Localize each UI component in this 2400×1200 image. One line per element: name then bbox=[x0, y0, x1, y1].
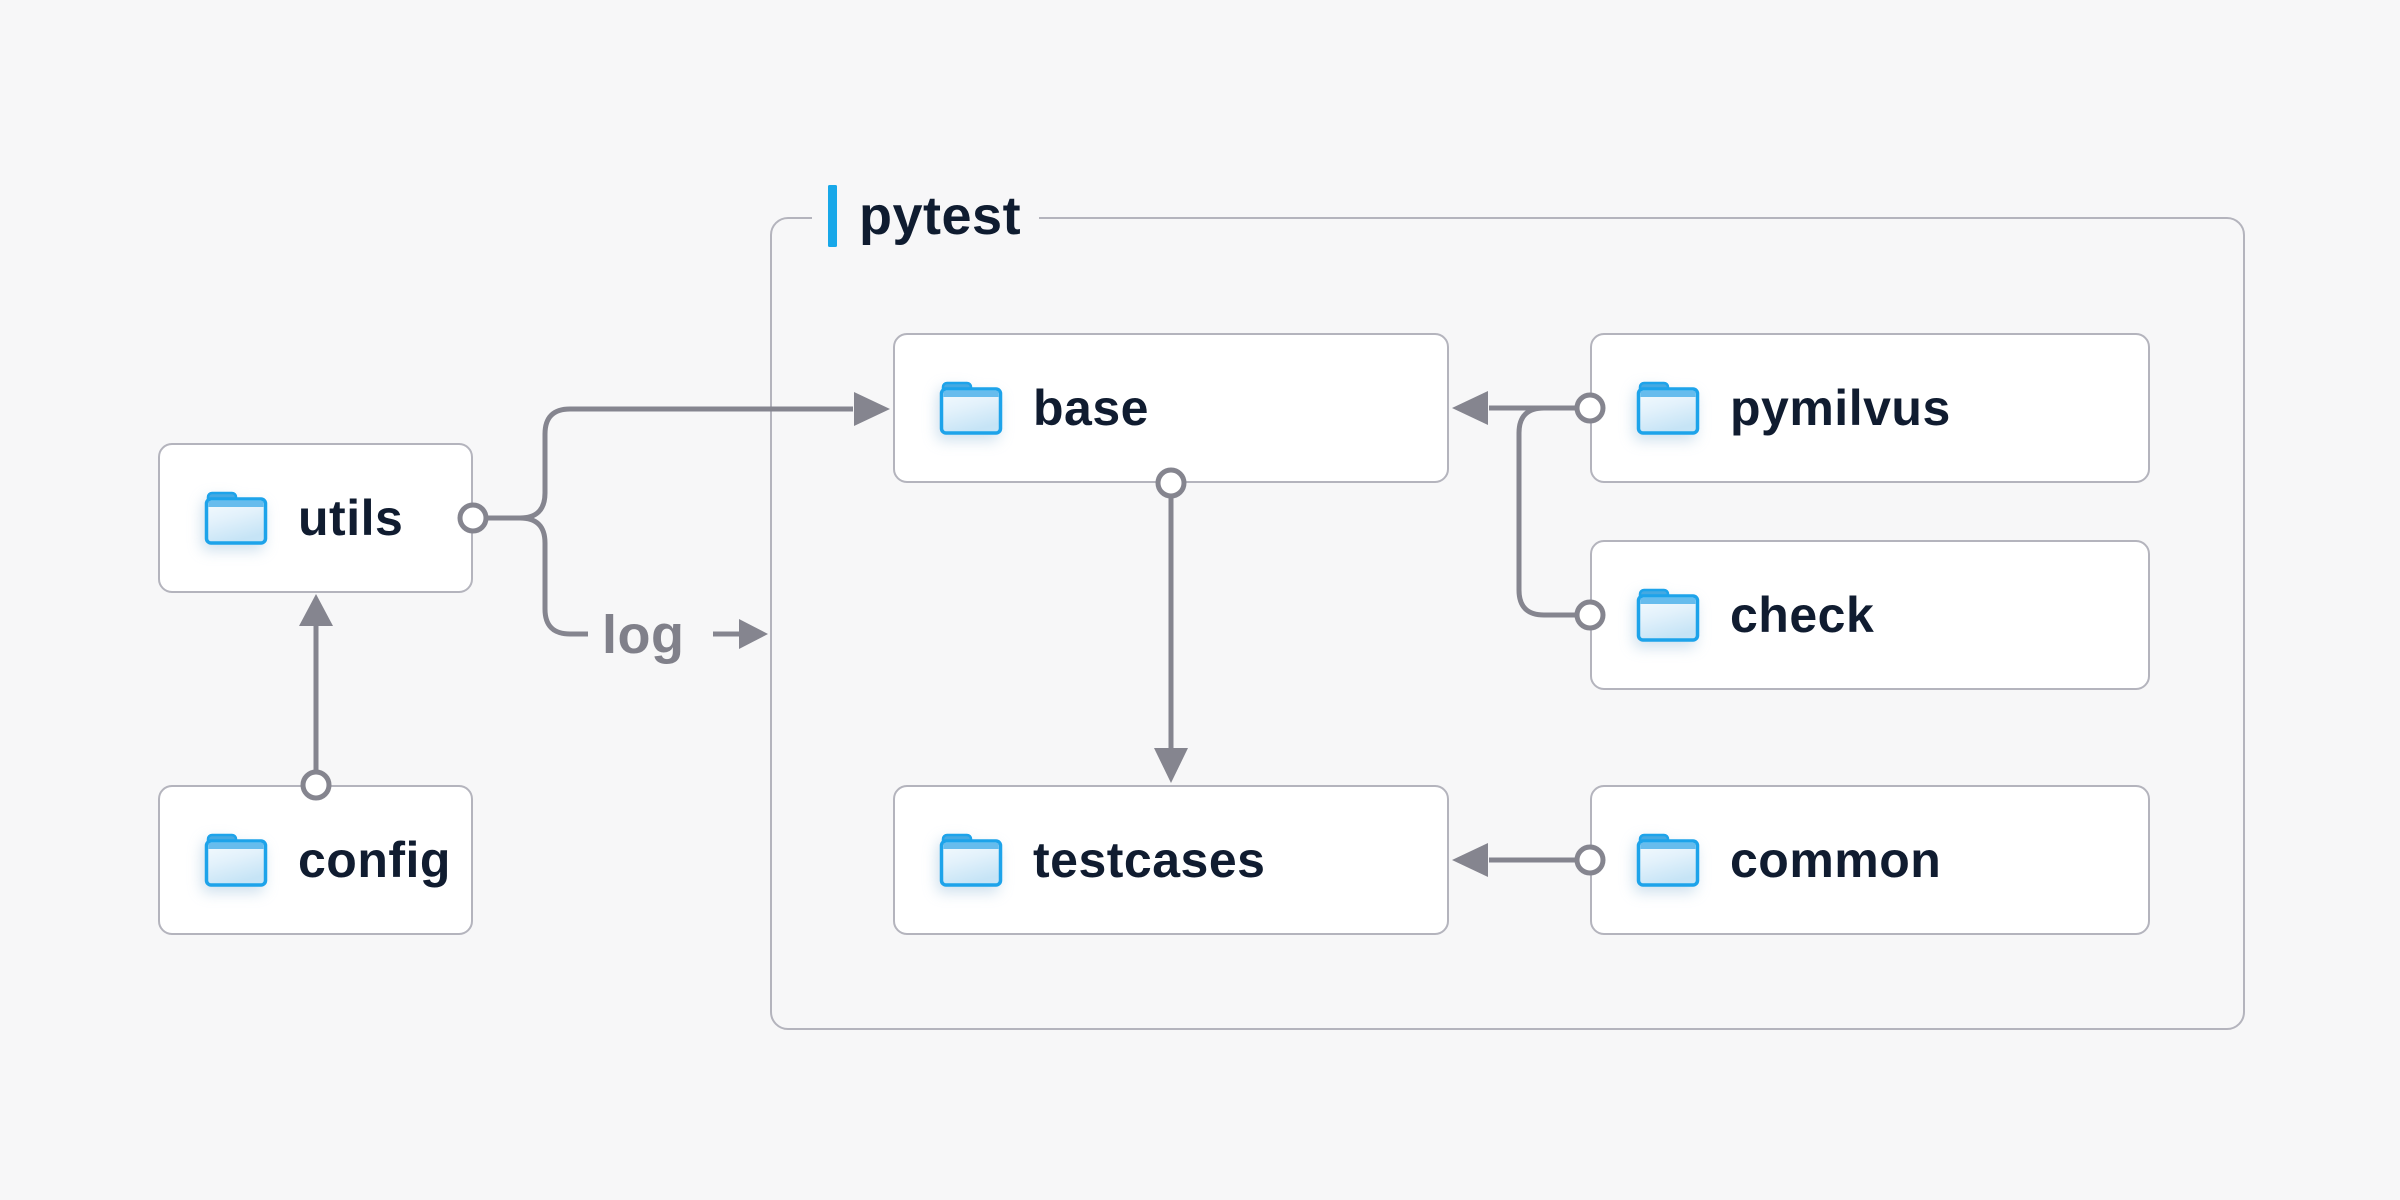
folder-icon bbox=[1636, 381, 1700, 436]
node-label: utils bbox=[298, 490, 404, 546]
node-common: common bbox=[1590, 785, 2150, 935]
edge-utils-log bbox=[519, 515, 588, 637]
node-check: check bbox=[1590, 540, 2150, 690]
node-testcases: testcases bbox=[893, 785, 1449, 935]
node-label: pymilvus bbox=[1730, 380, 1951, 436]
arrowhead-log bbox=[739, 619, 768, 649]
node-label: testcases bbox=[1033, 832, 1266, 888]
folder-icon bbox=[204, 491, 268, 546]
node-base: base bbox=[893, 333, 1449, 483]
node-label: config bbox=[298, 832, 451, 888]
pytest-group-container bbox=[770, 217, 2245, 1030]
arrowhead-into-utils bbox=[299, 594, 333, 626]
pytest-group-label: pytest bbox=[812, 183, 1040, 249]
folder-icon bbox=[204, 833, 268, 888]
folder-icon bbox=[939, 381, 1003, 436]
node-utils: utils bbox=[158, 443, 473, 593]
folder-icon bbox=[1636, 833, 1700, 888]
label-accent-bar bbox=[828, 185, 837, 247]
folder-icon bbox=[939, 833, 1003, 888]
node-label: check bbox=[1730, 587, 1875, 643]
node-config: config bbox=[158, 785, 473, 935]
node-label: common bbox=[1730, 832, 1942, 888]
pytest-group-title: pytest bbox=[859, 186, 1022, 246]
node-label: base bbox=[1033, 380, 1149, 436]
edge-label-log: log bbox=[602, 605, 685, 665]
folder-icon bbox=[1636, 588, 1700, 643]
node-pymilvus: pymilvus bbox=[1590, 333, 2150, 483]
